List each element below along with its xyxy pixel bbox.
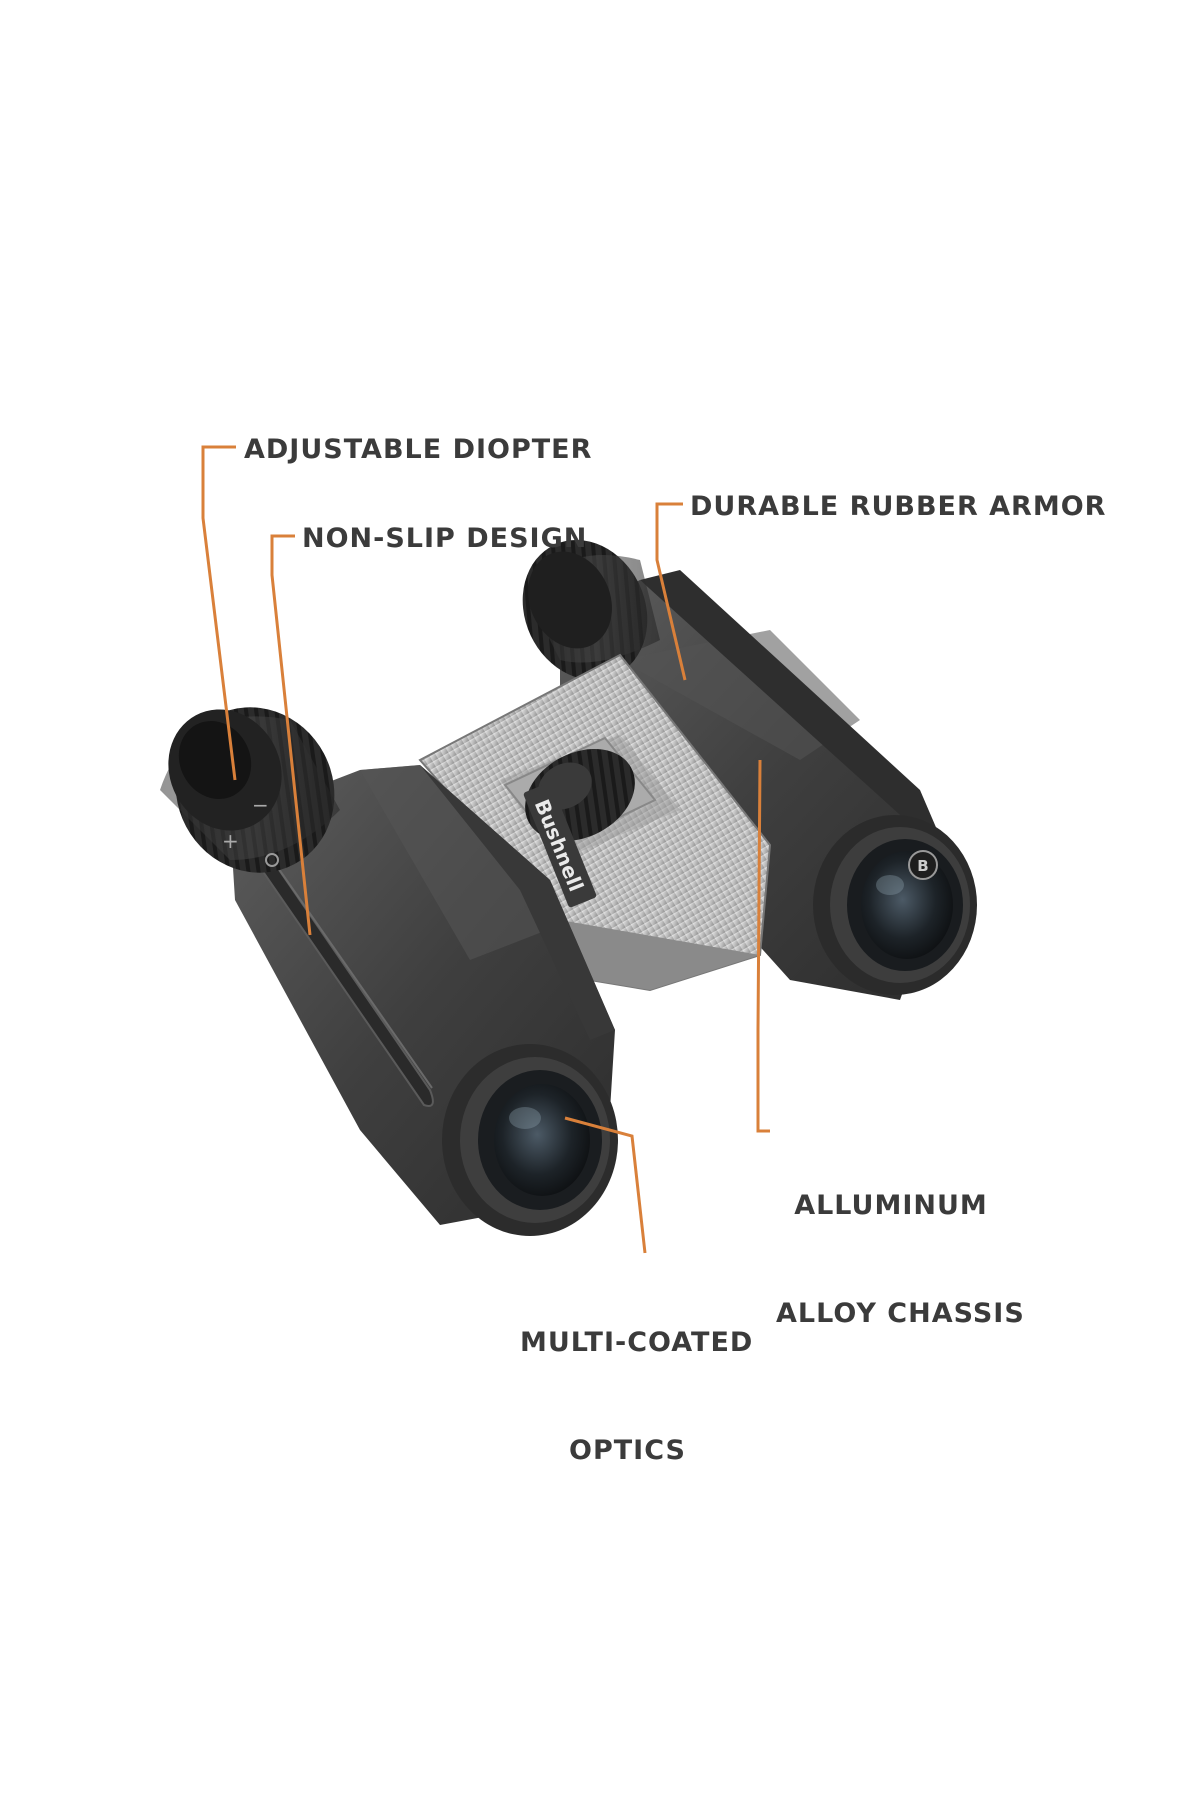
brand-badge-icon: B	[908, 850, 938, 880]
callout-optics-line1: MULTI-COATED	[520, 1327, 754, 1358]
callout-chassis-line1: ALLUMINUM	[794, 1190, 988, 1221]
callout-aluminum-chassis: ALLUMINUM ALLOY CHASSIS	[776, 1116, 1025, 1404]
left-eyecup-diopter: + −	[160, 707, 340, 873]
diopter-minus-mark: −	[252, 793, 269, 817]
callout-multi-coated-optics: MULTI-COATED OPTICS	[520, 1253, 754, 1541]
callout-non-slip-design: NON-SLIP DESIGN	[302, 523, 588, 554]
callout-durable-rubber-armor: DURABLE RUBBER ARMOR	[690, 491, 1107, 522]
leader-chassis	[756, 759, 770, 1133]
right-objective-lens	[813, 815, 977, 995]
svg-text:B: B	[917, 857, 928, 875]
right-eyecup	[522, 539, 660, 681]
callout-optics-line2: OPTICS	[569, 1435, 686, 1466]
callout-adjustable-diopter: ADJUSTABLE DIOPTER	[244, 434, 593, 465]
callout-leaders	[201, 445, 770, 1254]
leader-optics	[564, 1116, 647, 1254]
leader-diopter	[201, 445, 237, 781]
leader-nonslip	[270, 534, 312, 936]
leader-armor	[655, 502, 687, 681]
diopter-plus-mark: +	[222, 829, 239, 853]
left-objective-lens	[442, 1044, 618, 1236]
callout-chassis-line2: ALLOY CHASSIS	[776, 1298, 1025, 1329]
